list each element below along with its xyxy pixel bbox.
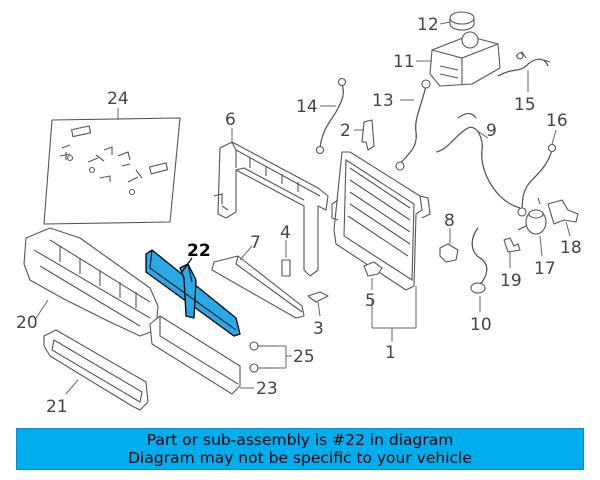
part-24-hardware-kit [43,108,181,225]
callout-22: 22 [187,241,211,261]
info-banner: Part or sub-assembly is #22 in diagram D… [16,428,584,470]
part-25-bolts [249,341,292,373]
part-16-hose [517,129,557,217]
callout-23: 23 [256,379,278,399]
part-21-lower-grille [43,329,149,411]
callout-5: 5 [365,291,376,311]
part-5-grommet [363,261,383,290]
callout-14: 14 [296,97,318,117]
part-2-bracket [354,119,375,151]
callout-2: 2 [340,121,351,141]
part-13-hose [395,79,431,171]
part-10-hose [470,227,488,312]
callout-24: 24 [107,89,129,109]
part-17-pump [517,197,547,257]
part-1-radiator [331,151,431,342]
part-7-deflector [211,245,305,319]
part-19-clip [503,237,521,268]
callout-20: 20 [16,313,38,333]
callout-19: 19 [500,271,522,291]
part-11-expansion-tank [416,31,501,87]
part-6-radiator-support [213,128,329,277]
callout-17: 17 [534,259,556,279]
part-20-grille-frame [23,227,159,337]
part-12-reservoir-cap [439,11,475,31]
part-8-thermostat [439,228,459,263]
callout-3: 3 [313,319,324,339]
parts-diagram: 1 2 3 4 5 6 7 8 9 10 11 12 13 14 15 16 1… [16,11,582,417]
part-15-hose [497,51,551,92]
part-9-hose [435,112,521,209]
callout-1: 1 [385,343,396,363]
part-4-block [281,240,291,277]
callout-11: 11 [393,52,415,72]
callout-15: 15 [514,95,536,115]
part-3-clip [307,291,329,317]
part-18-bracket [547,199,579,237]
banner-line-1: Part or sub-assembly is #22 in diagram [146,431,454,449]
callout-6: 6 [225,110,236,130]
callout-4: 4 [280,223,291,243]
part-14-hose [315,77,347,155]
callout-9: 9 [486,121,497,141]
callout-12: 12 [417,15,439,35]
callout-25: 25 [293,347,315,367]
callout-18: 18 [560,238,582,258]
part-22-air-guide-highlighted [145,249,241,337]
callout-21: 21 [46,397,68,417]
callout-7: 7 [250,233,261,253]
part-23-lower-panel [149,315,254,395]
callout-13: 13 [372,91,394,111]
callout-16: 16 [546,111,568,131]
callout-8: 8 [444,211,455,231]
banner-line-2: Diagram may not be specific to your vehi… [128,449,472,467]
callout-10: 10 [470,315,492,335]
